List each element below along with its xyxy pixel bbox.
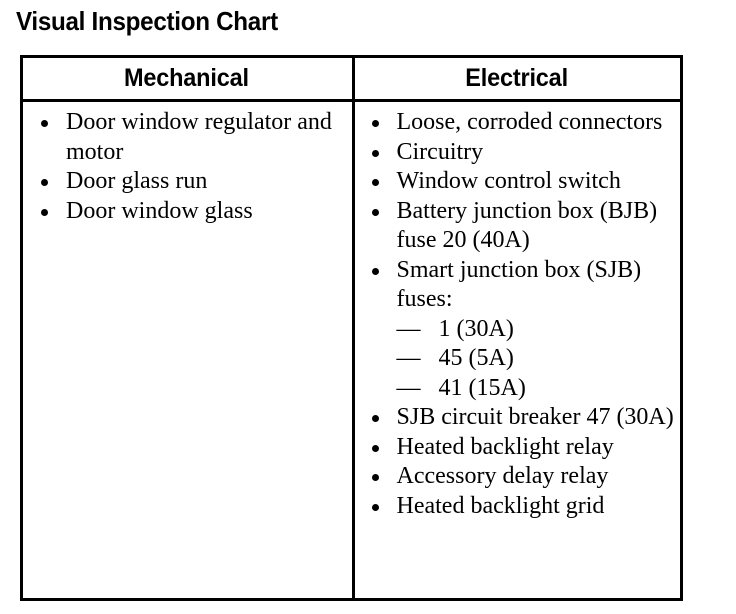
bullet-icon <box>371 149 379 157</box>
list-item-text: Loose, corroded connectors <box>396 109 663 135</box>
list-item: Battery junction box (BJB) fuse 20 (40A) <box>364 197 681 256</box>
list-item: Accessory delay relay <box>364 462 681 492</box>
electrical-item-list: Loose, corroded connectors Circuitry Win… <box>364 108 681 521</box>
list-item-text: Battery junction box (BJB) fuse 20 (40A) <box>396 197 658 254</box>
column-header-mechanical: Mechanical <box>23 58 351 99</box>
list-item: Heated backlight relay <box>364 433 681 463</box>
table-header-row: Mechanical Electrical <box>23 58 680 99</box>
column-body-mechanical: Door window regulator and motor Door gla… <box>23 102 351 598</box>
list-item: Circuitry <box>364 138 681 168</box>
list-item-text: Door window glass <box>66 197 253 224</box>
table-body-row: Door window regulator and motor Door gla… <box>23 102 680 598</box>
column-body-electrical: Loose, corroded connectors Circuitry Win… <box>354 102 681 598</box>
list-item: Window control switch <box>364 167 681 197</box>
list-item-text: Window control switch <box>396 168 621 194</box>
column-header-electrical-label: Electrical <box>465 64 569 92</box>
list-item-text: Accessory delay relay <box>396 463 609 489</box>
bullet-icon <box>371 415 379 422</box>
list-item: Door window glass <box>33 197 351 227</box>
em-dash-icon: — <box>396 374 421 401</box>
list-item: SJB circuit breaker 47 (30A) <box>364 403 681 433</box>
mechanical-item-list: Door window regulator and motor Door gla… <box>33 108 351 226</box>
column-header-mechanical-label: Mechanical <box>124 64 250 92</box>
bullet-icon <box>41 208 48 216</box>
bullet-icon <box>371 444 379 452</box>
list-item: Smart junction box (SJB) fuses: — 1 (30A… <box>364 256 681 404</box>
sub-list-item-text: 1 (30A) <box>438 315 514 342</box>
bullet-icon <box>371 503 379 511</box>
bullet-icon <box>41 120 48 127</box>
em-dash-icon: — <box>396 345 421 371</box>
list-item-text: Circuitry <box>396 138 484 165</box>
list-item-text: Door glass run <box>66 168 208 194</box>
list-item: Heated backlight grid <box>364 492 681 522</box>
sjb-fuse-sublist: — 1 (30A) — 45 (5A) — 41 (15A) <box>397 315 681 404</box>
list-item: Door window regulator and motor <box>33 108 351 167</box>
bullet-icon <box>371 208 379 216</box>
page-title: Visual Inspection Chart <box>16 6 278 36</box>
list-item: Door glass run <box>33 167 351 197</box>
list-item-text: SJB circuit breaker 47 (30A) <box>396 404 674 430</box>
bullet-icon <box>41 179 48 186</box>
bullet-icon <box>371 179 379 186</box>
bullet-icon <box>371 474 379 481</box>
column-divider <box>352 58 355 598</box>
header-separator-rule <box>23 99 680 102</box>
column-header-electrical: Electrical <box>354 58 681 99</box>
list-item-text: Door window regulator and motor <box>66 109 332 165</box>
sub-list-item: — 1 (30A) <box>397 315 681 345</box>
list-item: Loose, corroded connectors <box>364 108 681 138</box>
visual-inspection-table: Mechanical Electrical Door window regula… <box>20 55 683 601</box>
sub-list-item-text: 45 (5A) <box>438 345 514 371</box>
sub-list-item: — 45 (5A) <box>397 344 681 374</box>
list-item-text: Smart junction box (SJB) fuses: <box>396 256 642 313</box>
list-item-text: Heated backlight relay <box>396 433 614 460</box>
bullet-icon <box>371 267 379 275</box>
bullet-icon <box>371 120 379 127</box>
sub-list-item: — 41 (15A) <box>397 374 681 404</box>
em-dash-icon: — <box>396 315 421 342</box>
sub-list-item-text: 41 (15A) <box>438 374 526 401</box>
list-item-text: Heated backlight grid <box>396 492 605 519</box>
